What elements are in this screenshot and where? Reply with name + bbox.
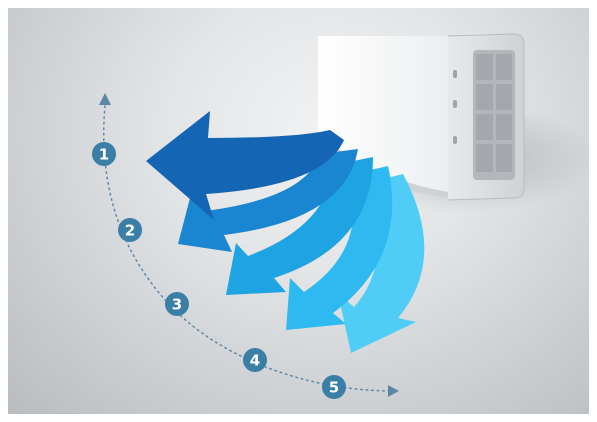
airflow-scene: 1 2 3 4 5 [8, 8, 589, 414]
step-badge-4: 4 [243, 348, 267, 372]
step-label: 2 [125, 222, 135, 240]
illustration: 1 2 3 4 5 [8, 8, 589, 414]
step-badge-2: 2 [118, 218, 142, 242]
grille-icon [473, 50, 515, 180]
step-label: 4 [250, 352, 260, 370]
step-label: 1 [99, 146, 109, 164]
step-label: 5 [329, 379, 339, 397]
up-arrow-icon [99, 93, 111, 105]
step-badge-5: 5 [322, 375, 346, 399]
step-label: 3 [172, 296, 182, 314]
right-arrow-icon [388, 385, 399, 397]
step-badge-3: 3 [165, 292, 189, 316]
step-badge-1: 1 [92, 142, 116, 166]
